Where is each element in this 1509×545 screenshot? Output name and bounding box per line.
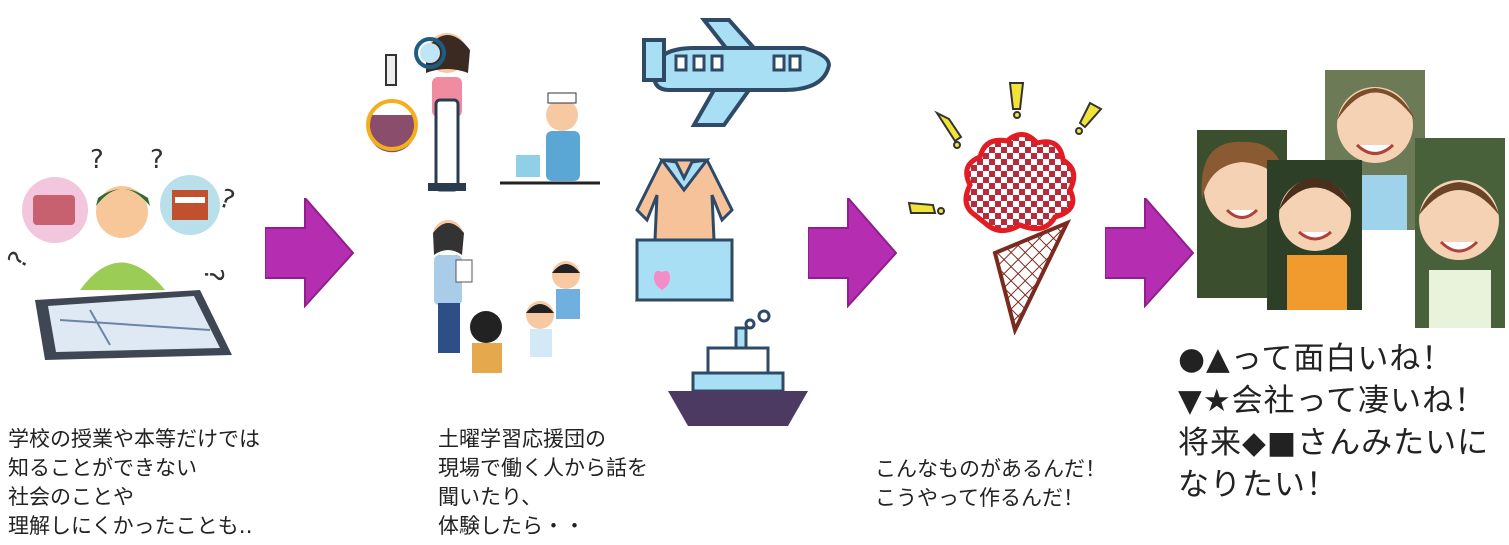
icecream-illustration: [905, 75, 1120, 335]
teacher-children-illustration: [408, 215, 608, 390]
question-mark-1: ?: [90, 145, 104, 175]
step4-caption: ●▲って面白いね！ ▼★会社って凄いね！ 将来◆■さんみたいに なりたい！: [1178, 341, 1490, 503]
airplane-icon: [642, 18, 832, 127]
student-tablet-icon: [22, 175, 232, 360]
flask-illustration: [362, 15, 492, 195]
exclamation-icon: [907, 82, 1103, 215]
step2-caption: 土曜学習応援団の 現場で働く人から話を 聞いたり、 体験したら・・: [438, 427, 648, 538]
question-mark-2: ?: [150, 145, 164, 175]
ship-illustration: [668, 298, 808, 428]
teacher-children-icon: [433, 220, 580, 373]
arrow-right-2: [808, 198, 898, 308]
student-tablet-illustration: [0, 140, 250, 370]
step1-caption: 学校の授業や本等だけでは 知ることができない 社会のことや 理解しにくかったこと…: [8, 427, 260, 538]
arrow-right-icon: [808, 198, 898, 308]
dress-icon: [634, 158, 735, 302]
question-mark-5: ?: [197, 268, 228, 282]
airplane-illustration: [634, 10, 834, 130]
arrow-right-icon: [1105, 198, 1195, 308]
flask-icon: [366, 33, 470, 192]
factory-worker-icon: [500, 92, 600, 185]
happy-people-icon: [1197, 70, 1505, 328]
factory-worker-illustration: [500, 85, 600, 190]
arrow-right-3: [1105, 198, 1195, 308]
arrow-right-1: [265, 198, 355, 308]
icecream-icon: [907, 82, 1103, 335]
arrow-right-icon: [265, 198, 355, 308]
ship-icon: [668, 309, 808, 426]
step3-caption: こんなものがあるんだ！ こうやって作るんだ！: [875, 457, 1106, 510]
happy-people-illustration: [1197, 70, 1505, 328]
dress-illustration: [622, 150, 747, 310]
